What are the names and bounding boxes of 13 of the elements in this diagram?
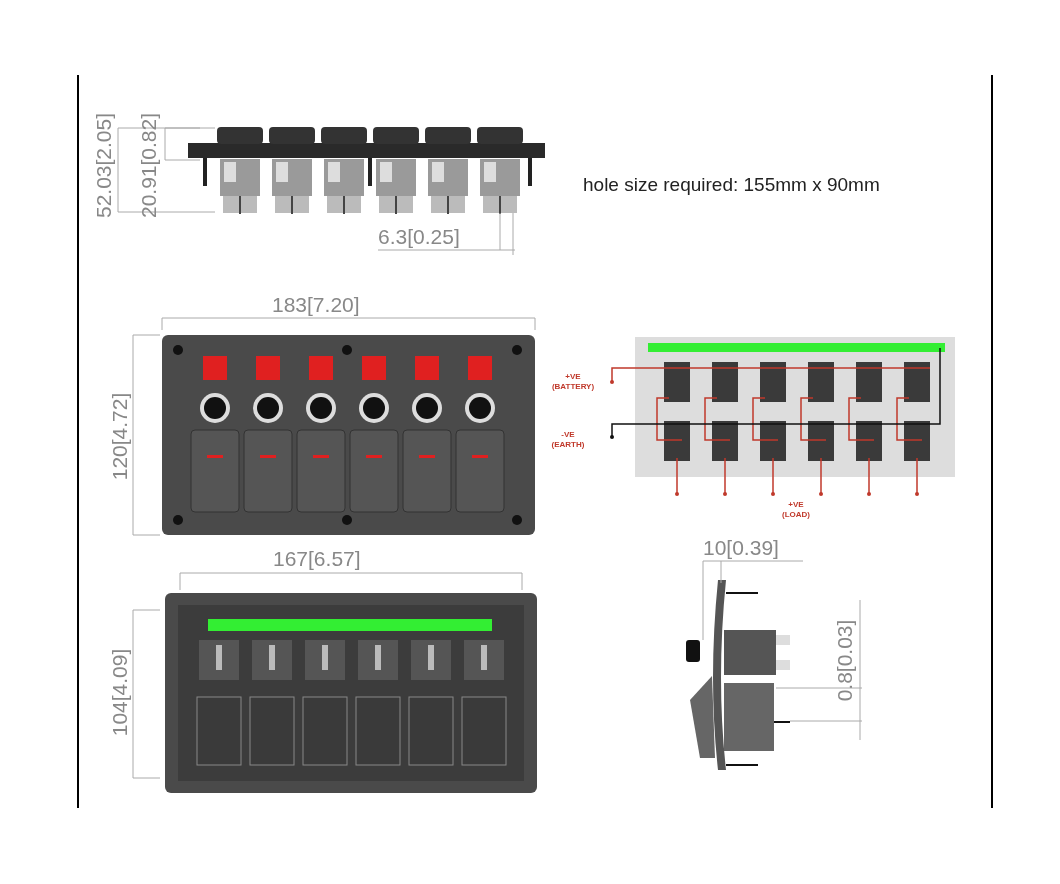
dimension-label: 167[6.57] [273, 548, 361, 569]
wire-label: +VE (LOAD) [781, 500, 811, 520]
wire-label: +VE (BATTERY) [550, 372, 596, 392]
dimension-label: 6.3[0.25] [378, 226, 460, 247]
dimension-label: 120[4.72] [109, 392, 131, 480]
note-text: hole size required: 155mm x 90mm [583, 175, 880, 194]
dimension-label: 52.03[2.05] [92, 112, 114, 218]
wire-label: -VE (EARTH) [550, 430, 586, 450]
dimension-label: 183[7.20] [272, 294, 360, 315]
dimension-label: 20.91[0.82] [137, 112, 159, 218]
dimension-label: 0.8[0.03] [834, 619, 856, 701]
dimension-label: 104[4.09] [109, 648, 131, 736]
dimension-label: 10[0.39] [703, 537, 779, 558]
